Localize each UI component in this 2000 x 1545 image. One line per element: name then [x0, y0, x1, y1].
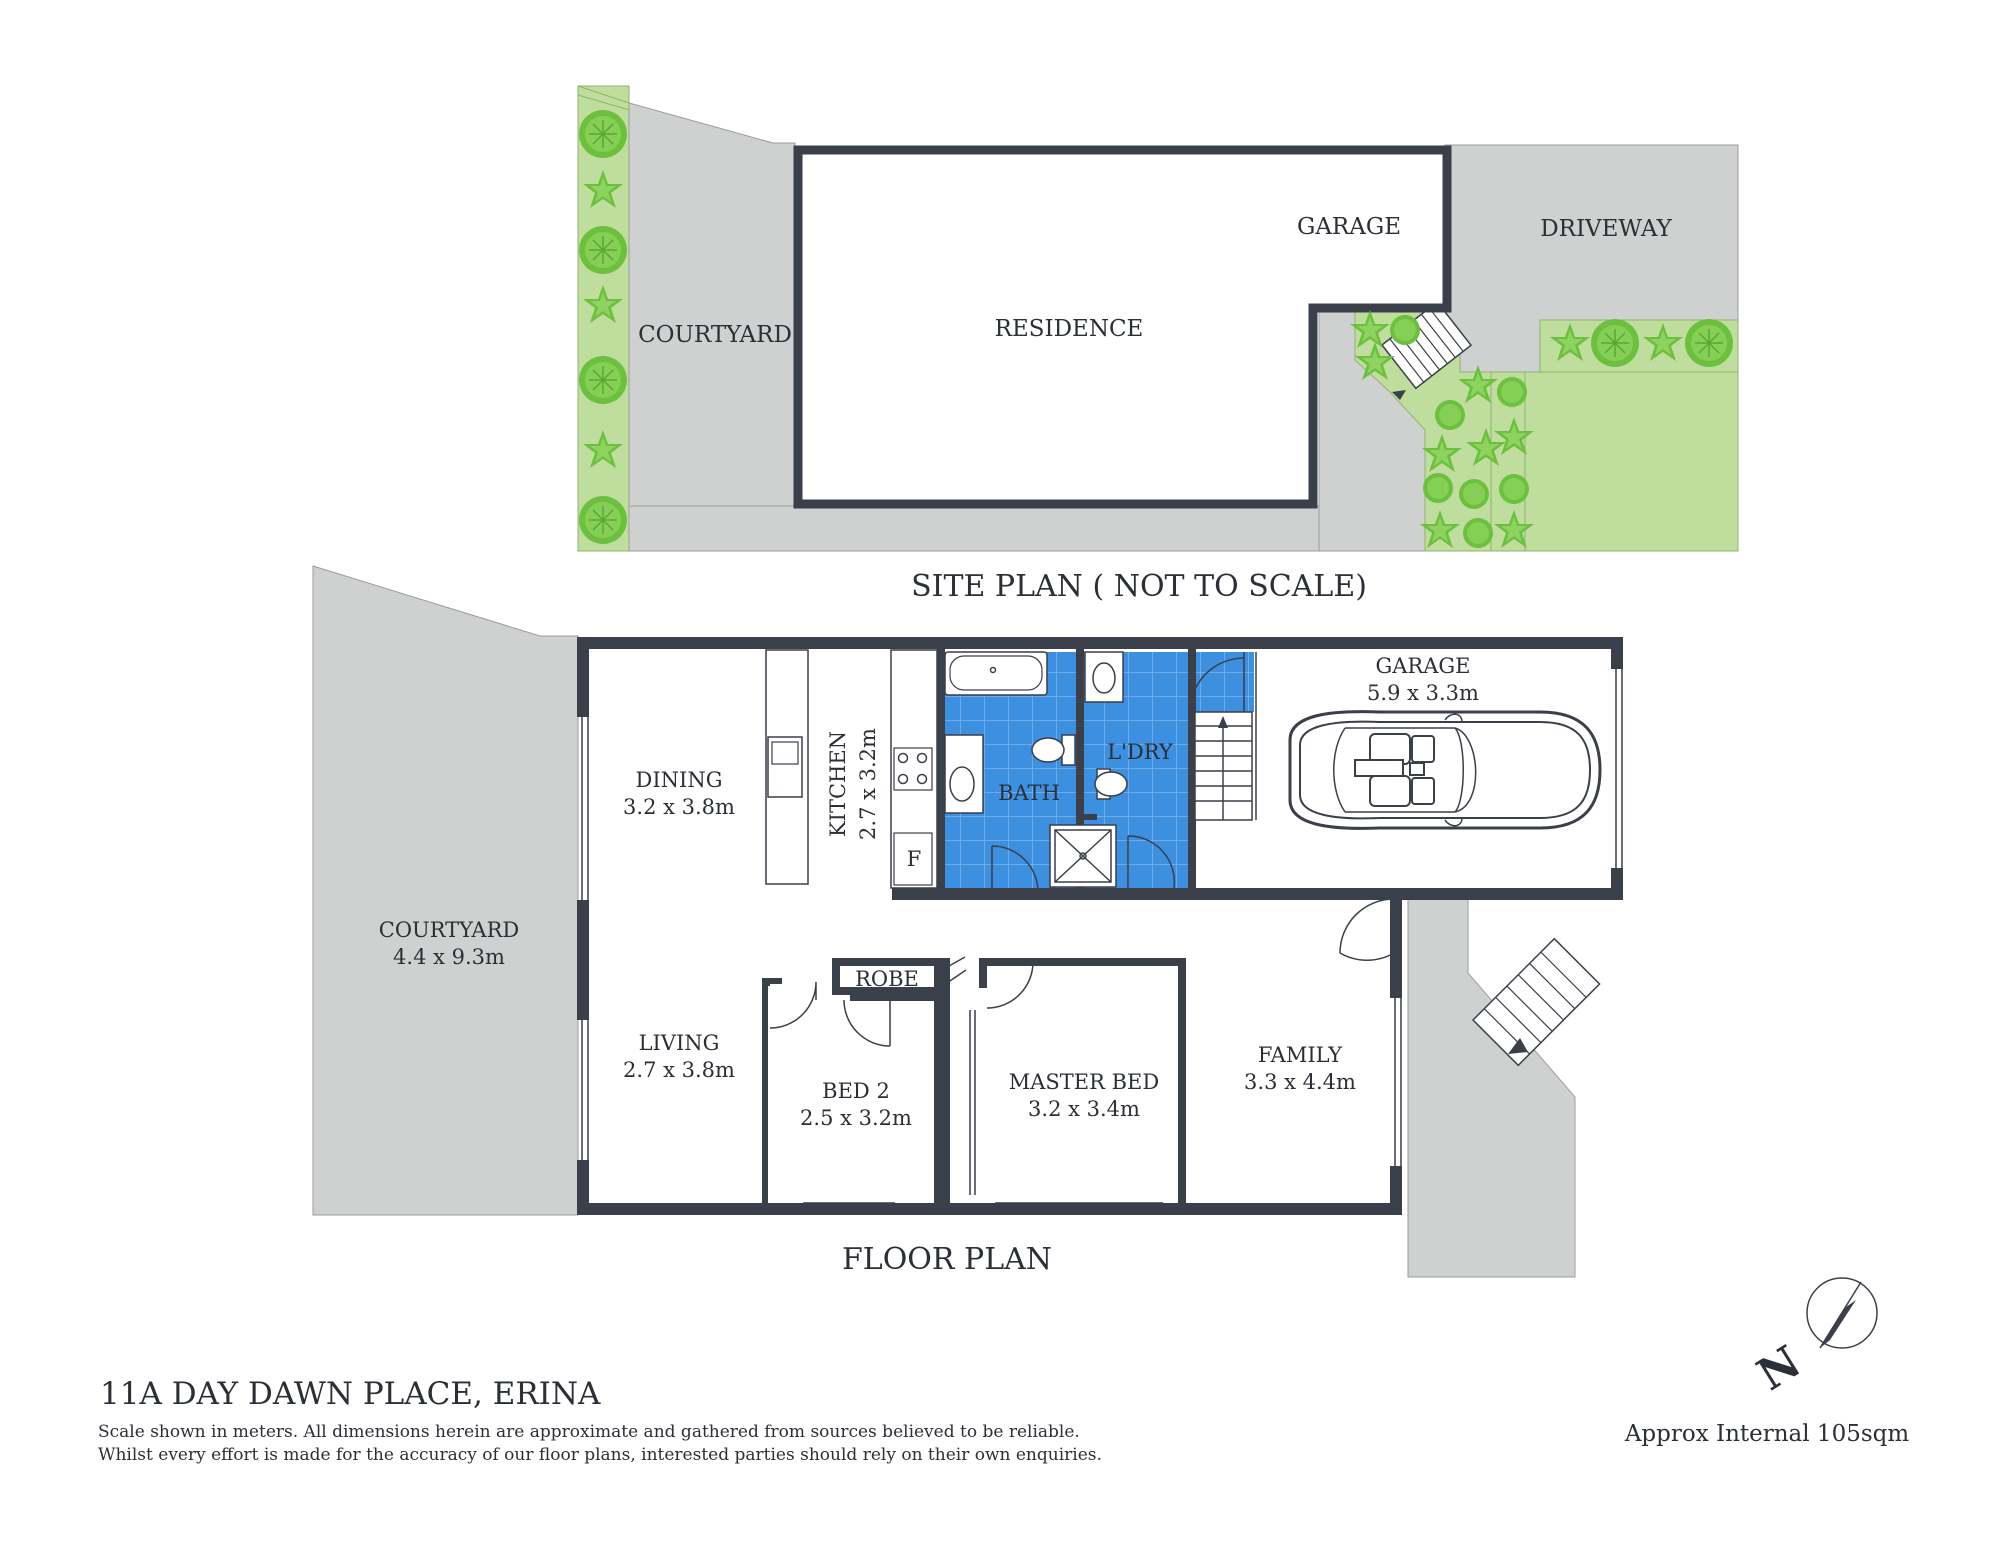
fp-vanity: [944, 734, 984, 814]
fp-external-steps: [1471, 937, 1601, 1067]
fp-courtyard-area: [312, 565, 579, 1216]
fp-bath-name: BATH: [998, 781, 1060, 805]
fp-laundry-tub: [1084, 651, 1124, 703]
fp-living-dims: 2.7 x 3.8m: [623, 1058, 735, 1082]
fp-kitchen-name: KITCHEN: [826, 731, 850, 837]
car-icon: [1288, 710, 1602, 830]
fp-family-name: FAMILY: [1258, 1043, 1343, 1067]
fp-laundry-name: L'DRY: [1107, 740, 1174, 764]
fp-master-dims: 3.2 x 3.4m: [1028, 1097, 1140, 1121]
floor-plan: COURTYARD 4.4 x 9.3m DINING 3.2 x 3.8m K…: [312, 565, 1623, 1278]
fp-dining-dims: 3.2 x 3.8m: [623, 795, 735, 819]
fp-courtyard-dims: 4.4 x 9.3m: [393, 945, 505, 969]
fp-dining-name: DINING: [636, 768, 723, 792]
disclaimer-line-1: Scale shown in meters. All dimensions he…: [98, 1422, 1080, 1442]
property-address: 11A DAY DAWN PLACE, ERINA: [100, 1376, 601, 1412]
fp-robe-name: ROBE: [855, 967, 919, 991]
fp-bed2-name: BED 2: [822, 1079, 890, 1103]
site-plan: COURTYARD RESIDENCE GARAGE DRIVEWAY SITE…: [577, 85, 1739, 604]
fp-kitchen-dims: 2.7 x 3.2m: [856, 728, 880, 840]
site-driveway-label: DRIVEWAY: [1540, 216, 1672, 242]
site-residence: [793, 145, 1452, 509]
fp-courtyard-name: COURTYARD: [379, 918, 519, 942]
footer: 11A DAY DAWN PLACE, ERINA Scale shown in…: [98, 1277, 1910, 1465]
site-garage-label: GARAGE: [1297, 214, 1401, 240]
fp-bed2-dims: 2.5 x 3.2m: [800, 1106, 912, 1130]
site-plan-title: SITE PLAN ( NOT TO SCALE): [911, 569, 1367, 604]
site-courtyard-label: COURTYARD: [638, 322, 792, 348]
fp-internal-stairs: [1194, 652, 1257, 821]
approx-internal-area: Approx Internal 105sqm: [1624, 1421, 1910, 1447]
floor-plan-title: FLOOR PLAN: [842, 1242, 1052, 1277]
site-lawn: [1524, 371, 1739, 552]
disclaimer-line-2: Whilst every effort is made for the accu…: [98, 1445, 1102, 1465]
fp-garage-dims: 5.9 x 3.3m: [1367, 681, 1479, 705]
fp-master-name: MASTER BED: [1009, 1070, 1159, 1094]
site-garden-left: [577, 85, 630, 552]
fp-family-dims: 3.3 x 4.4m: [1244, 1070, 1356, 1094]
fp-garage-name: GARAGE: [1375, 654, 1470, 678]
fp-fridge-label: F: [907, 847, 922, 871]
north-letter: N: [1749, 1336, 1810, 1401]
fp-living-name: LIVING: [639, 1031, 720, 1055]
site-residence-label: RESIDENCE: [995, 316, 1144, 342]
north-arrow-icon: N: [1749, 1277, 1878, 1401]
